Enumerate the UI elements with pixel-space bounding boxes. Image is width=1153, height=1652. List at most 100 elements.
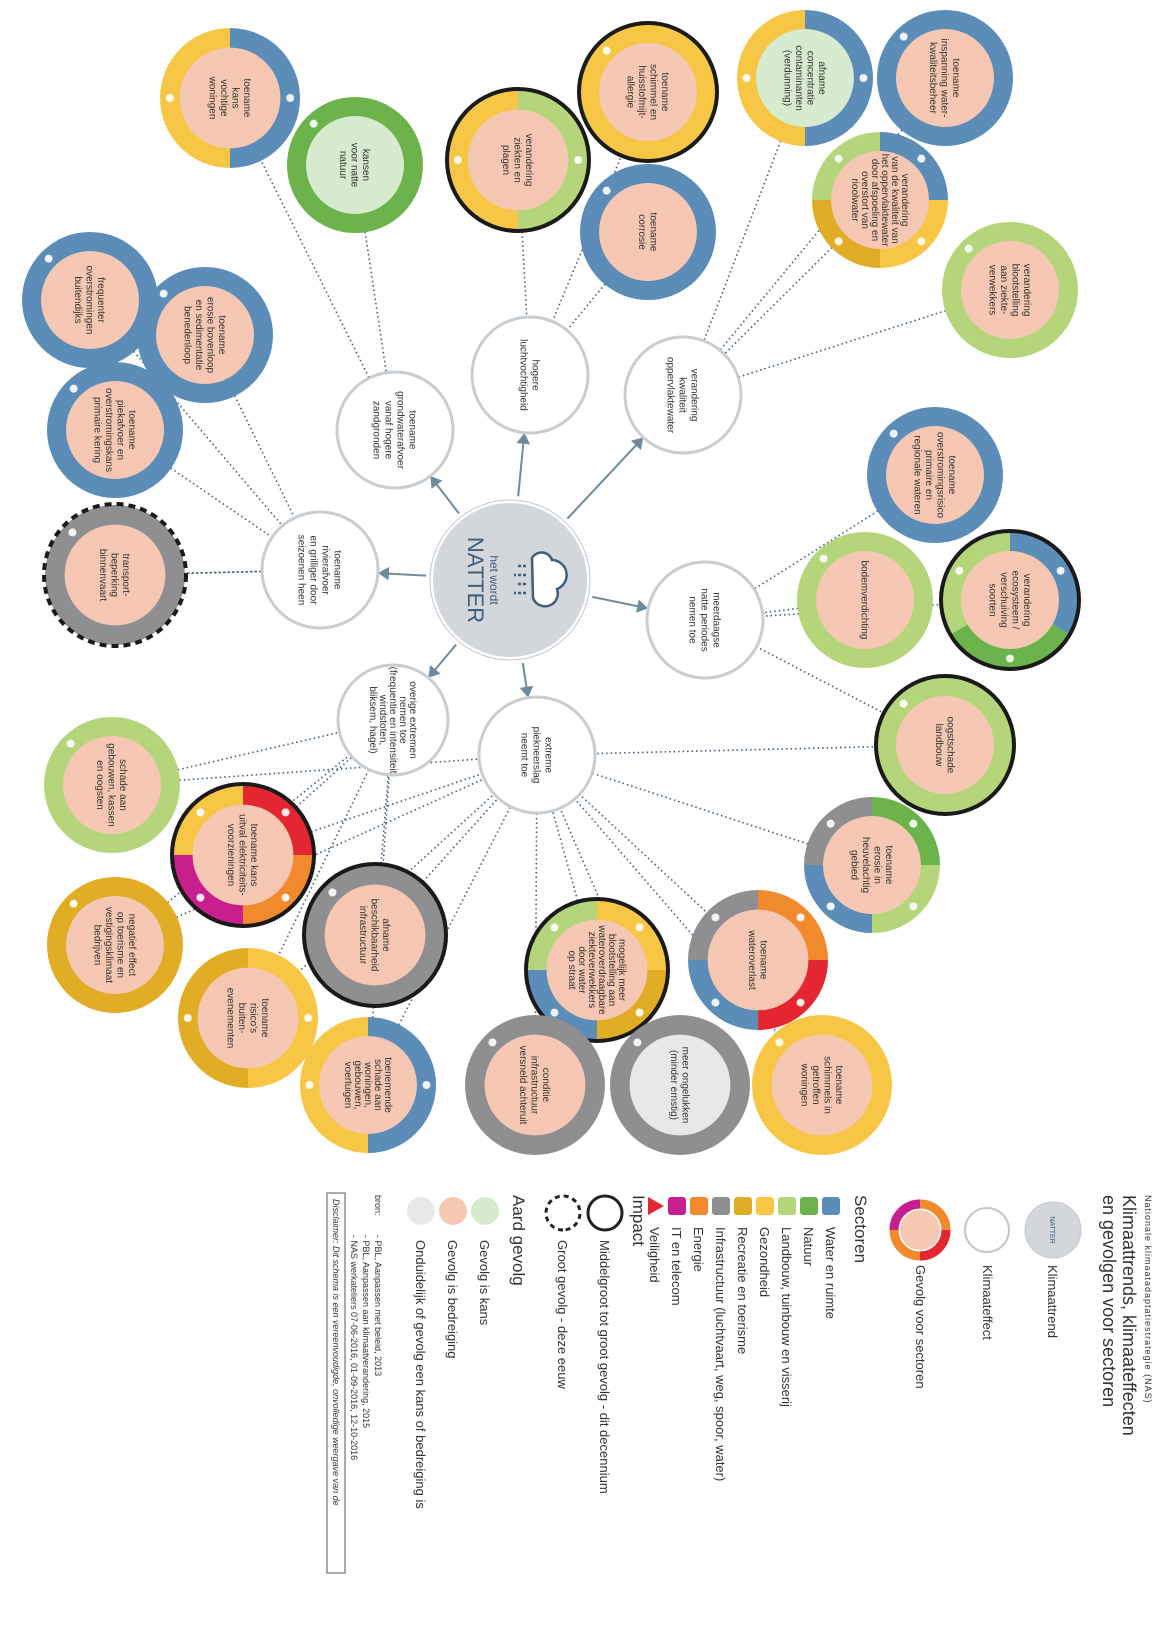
circle-text-line: rioolwater: [849, 178, 860, 222]
circle-text-line: heuvelachtig: [860, 837, 871, 893]
legend-sector-label: Infrastructuur (luchtvaart, weg, spoor, …: [713, 1227, 728, 1481]
legend-sector-label: Veiligheid: [647, 1227, 662, 1283]
svg-text:NATTER: NATTER: [1048, 1216, 1055, 1243]
sector-icon: [550, 923, 559, 932]
consequence-inner: [896, 29, 994, 127]
sector-icon: [602, 46, 611, 55]
consequence-inner: [816, 551, 914, 649]
at-icon: [668, 1197, 686, 1215]
circle-text-line: woningen,: [362, 1061, 373, 1108]
circle-text-line: blootstelling aan: [606, 934, 617, 1006]
circle-text-line: corrosie: [636, 214, 647, 250]
center-subtitle: het wordt: [487, 555, 501, 605]
circle-text-line: toename: [833, 1066, 844, 1105]
legend-sector-item: Energie: [690, 1197, 708, 1272]
circle-text-line: vestigingsklimaat: [103, 907, 114, 983]
legend-aard-label: Gevolg is kans: [477, 1240, 492, 1326]
legend-sector-label: Gezondheid: [757, 1227, 772, 1297]
circle-text-line: beperking: [109, 553, 120, 597]
circle-text-line: infrastructuur: [357, 906, 368, 965]
legend-sector-item: Natuur: [800, 1197, 818, 1267]
circle-text-line: gebied: [848, 850, 859, 880]
connector-line: [204, 334, 321, 571]
consequence-inner: [319, 1036, 417, 1134]
water-waves-icon: [822, 1197, 840, 1215]
source-3: - NAS werkateliers 07-06-2016, 01-09-201…: [349, 1235, 359, 1460]
consequence-inner: [179, 47, 281, 149]
circle-text-line: binnenvaart: [97, 549, 108, 601]
consequence-inner: [823, 816, 921, 914]
circle-text-line: kansen: [360, 149, 371, 181]
circle-text-line: neemt toe: [519, 733, 530, 778]
sector-icon: [69, 899, 78, 908]
circle-text-line: (verdunning): [781, 50, 792, 106]
sector-icon: [859, 74, 868, 82]
consequence-inner: [197, 967, 299, 1069]
warning-icon: [648, 1197, 664, 1215]
circle-text-line: toename: [259, 999, 270, 1038]
circle-text-line: regionale wateren: [911, 435, 922, 515]
sector-icon: [286, 94, 295, 102]
circle-text-line: afname: [380, 918, 391, 952]
circle-text-line: wateroverlast: [746, 929, 757, 990]
aard-heading: Aard gevolg: [509, 1195, 528, 1286]
legend-sector-label: Water en ruimte: [823, 1227, 838, 1319]
sector-icon: [309, 119, 318, 128]
sector-icon: [68, 528, 77, 537]
consequence-circle: afnameconcentratiecontaminanten(verdunni…: [737, 10, 873, 146]
circle-text-line: mogelijk meer: [616, 939, 627, 1002]
sector-icon: [955, 566, 964, 575]
legend-sector-label: Energie: [691, 1227, 706, 1272]
circle-text-line: overstromingen: [84, 266, 95, 335]
aard-swatch: [471, 1197, 499, 1225]
tree-icon: [800, 1197, 818, 1215]
circle-text-line: toename: [216, 316, 227, 355]
circle-text-line: uitval elektriciteits-: [237, 814, 248, 896]
sector-icon: [899, 32, 908, 41]
circle-text-line: erosie in: [871, 846, 882, 884]
legend-sector-item: Infrastructuur (luchtvaart, weg, spoor, …: [712, 1197, 730, 1481]
impact-label-1: Middelgroot tot groot gevolg - dit decen…: [597, 1240, 612, 1494]
connector-line: [114, 754, 538, 946]
circle-text-line: toename: [332, 551, 343, 590]
circle-text-line: kwaliteitsbeheer: [927, 42, 938, 114]
title-line-2: en gevolgen voor sectoren: [1099, 1195, 1119, 1407]
circle-text-line: voorzieningen: [225, 824, 236, 886]
sector-icon: [742, 74, 751, 82]
sector-icon: [159, 289, 168, 298]
circle-text-line: overige extremen: [407, 681, 418, 758]
circle-text-line: verwekkers: [986, 265, 997, 316]
circle-text-line: buitendijks: [72, 276, 83, 323]
circle-text-line: versneld achteruit: [517, 1046, 528, 1125]
consequence-inner: [961, 241, 1059, 339]
circle-text-line: plagen: [500, 145, 511, 175]
legend-sector-item: Landbouw, tuinbouw en visserij: [778, 1197, 796, 1407]
circle-text-line: negatief effect: [126, 914, 137, 977]
sectoren-heading: Sectoren: [851, 1195, 870, 1263]
circle-text-line: concentratie: [804, 51, 815, 106]
circle-text-line: toename: [126, 411, 137, 450]
title-line-1: Klimaattrends, klimaateffecten: [1119, 1195, 1139, 1436]
circle-text-line: ziekteverwekkers: [586, 932, 597, 1009]
circle-text-line: schimmel en: [647, 64, 658, 120]
circle-text-line: windstoten,: [377, 694, 388, 746]
circle-text-line: luchtvochtigheid: [518, 339, 529, 411]
circle-text-line: voertuigen: [342, 1062, 353, 1109]
trend-arrow: [435, 483, 460, 514]
circle-text-line: verandering: [1021, 264, 1032, 317]
arrow-head: [430, 476, 443, 489]
junction-icon: [712, 1197, 730, 1215]
